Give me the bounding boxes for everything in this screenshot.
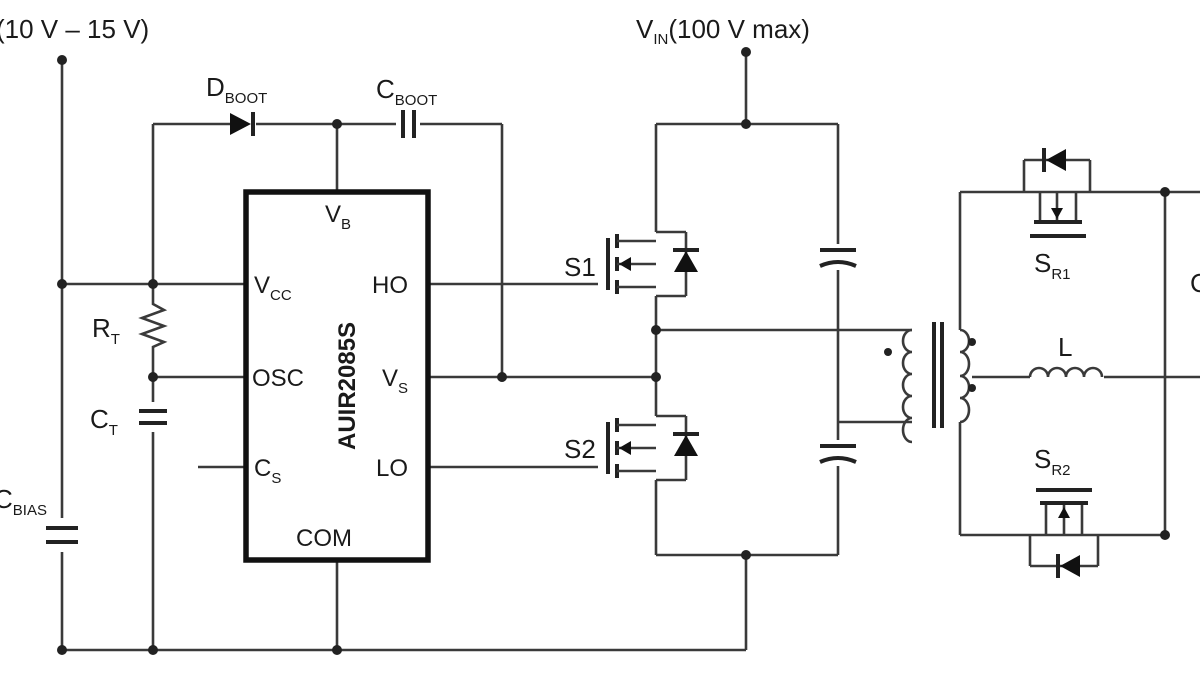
supply-voltage-label: (10 V – 15 V)	[0, 14, 149, 44]
vin-label: VIN(100 V max)	[636, 14, 810, 48]
s2-mosfet	[606, 414, 699, 482]
transformer	[884, 322, 976, 444]
pin-com-label: COM	[296, 525, 352, 552]
pin-vcc-label: VCC	[254, 272, 292, 304]
ic-body	[243, 189, 431, 563]
sr1-label: SR1	[1034, 248, 1071, 283]
cboot-capacitor	[401, 110, 416, 138]
pin-cs-label: CS	[254, 455, 281, 487]
output-inductor	[1028, 366, 1104, 378]
pin-ho-label: HO	[372, 272, 408, 299]
sr1-mosfet	[1022, 148, 1092, 238]
s1-mosfet	[606, 230, 699, 298]
ic-labels: VB VCC OSC CS HO VS LO COM AUIR2085S	[252, 201, 408, 552]
rt-label: RT	[92, 313, 120, 348]
cboot-label: CBOOT	[376, 74, 437, 109]
pin-osc-label: OSC	[252, 365, 304, 392]
ic-part-number: AUIR2085S	[334, 322, 361, 450]
dboot-diode	[230, 112, 255, 136]
upper-bus-capacitor	[819, 248, 857, 268]
pin-vb-label: VB	[325, 201, 351, 233]
junction-dots	[57, 47, 1170, 655]
lower-bus-capacitor	[819, 444, 857, 464]
inductor-label: L	[1058, 332, 1072, 362]
edge-cutoff-label: C	[1190, 268, 1200, 298]
rt-resistor	[138, 298, 168, 352]
s2-label: S2	[564, 434, 596, 464]
ct-capacitor	[139, 409, 167, 425]
ct-label: CT	[90, 404, 118, 439]
sr2-label: SR2	[1034, 444, 1071, 479]
pin-lo-label: LO	[376, 455, 408, 482]
pin-vs-label: VS	[382, 365, 408, 397]
cbias-label: CBIAS	[0, 484, 47, 519]
sr2-mosfet	[1028, 488, 1100, 578]
cbias-capacitor	[46, 526, 78, 544]
dboot-label: DBOOT	[206, 72, 267, 107]
s1-label: S1	[564, 252, 596, 282]
